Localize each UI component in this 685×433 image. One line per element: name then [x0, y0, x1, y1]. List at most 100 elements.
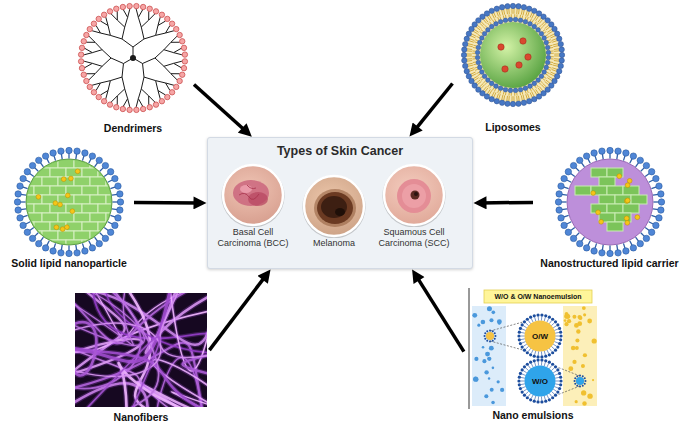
lipid-head [499, 5, 504, 10]
lipid-tail [519, 15, 521, 18]
particle-core [567, 159, 653, 245]
lipid-head [546, 50, 551, 55]
arrow-connector [134, 201, 200, 205]
surfactant-head [582, 385, 584, 387]
drug-dot [624, 216, 629, 221]
dendrimer-end [120, 4, 125, 9]
emulsion-label: W/O & O/W Nanoemulsion [484, 291, 592, 303]
lipid-tail [525, 16, 527, 19]
surfactant-head [548, 361, 551, 364]
lipid-brick [90, 195, 106, 204]
lipid-tail [547, 72, 550, 73]
lipid-tail [474, 29, 478, 32]
dendrimer-end [96, 16, 101, 21]
oil-dot [587, 319, 592, 324]
lipid-tail [553, 65, 558, 66]
lipid-head [477, 65, 482, 70]
lipid-tail [514, 14, 515, 17]
surfactant-tail [555, 338, 559, 340]
surfactant-tail [554, 342, 558, 343]
lipid-head [508, 88, 513, 93]
lipid-tail [535, 86, 537, 88]
surfactant-head [584, 383, 586, 385]
lipid-head [532, 8, 537, 13]
water-dot [487, 306, 492, 311]
lipid-tail [468, 44, 473, 45]
liposome-figure [461, 3, 564, 106]
surfactant-head [518, 331, 521, 334]
lipid-tail [550, 34, 555, 36]
dendrimer-bond [123, 10, 127, 17]
oil-dot [568, 366, 573, 371]
surfactant-head [518, 383, 521, 386]
surfactant-tail [551, 346, 554, 349]
surfactant-head [529, 361, 532, 364]
lipid-tail [476, 80, 480, 83]
surfactant-tail [556, 381, 560, 382]
lipid-tail [489, 22, 491, 24]
lesion-sheen [240, 185, 252, 193]
lipid-head [544, 65, 549, 70]
surfactant-tail [535, 351, 536, 355]
figure-area [466, 288, 600, 409]
lipid-tail [530, 89, 531, 92]
photo-ring [223, 165, 283, 225]
lipid-tail [498, 17, 499, 20]
lipid-tail [497, 11, 499, 16]
lipid-tail [532, 20, 534, 23]
lipid-tail [523, 10, 524, 15]
oil-dot [587, 394, 592, 399]
water-dot [491, 401, 495, 405]
surfactant-head [484, 335, 486, 337]
liposome-core [480, 22, 546, 88]
surfactant-head [489, 330, 491, 332]
surfactant-head [533, 355, 536, 358]
lipid-tail [527, 94, 529, 99]
lipid-head [513, 17, 518, 22]
lipid-tail [552, 39, 557, 41]
photo-ring [384, 165, 444, 225]
emulsion-droplet [484, 330, 497, 343]
drug-dot [591, 191, 596, 196]
lipid-tail [494, 89, 495, 92]
drug-dot [61, 177, 66, 182]
carrier-label: Nanostructured lipid carrier [540, 257, 678, 270]
lipid-brick [18, 168, 34, 177]
surfactant-head [495, 335, 497, 337]
surfactant-tail [555, 383, 559, 385]
surfactant-head [559, 331, 562, 334]
surfactant-tail [531, 395, 533, 398]
surfactant-tail [522, 329, 526, 330]
lipid-head [558, 63, 563, 68]
photo-caption: Basal Cell Carcinoma (BCC) [213, 227, 293, 248]
surfactant-head [574, 383, 576, 385]
surfactant-head [599, 148, 605, 154]
lipid-tail [499, 94, 501, 99]
dendrimer-bond [141, 20, 148, 27]
surfactant-tail [553, 371, 556, 373]
lipid-head [542, 36, 547, 41]
surfactant-head [115, 215, 121, 221]
dendrimer-end [84, 32, 89, 37]
lipid-head [486, 78, 491, 83]
drug-dot [596, 210, 601, 215]
panel-title: Types of Skin Cancer [208, 138, 472, 159]
surfactant-head [656, 183, 662, 189]
water-dot [484, 394, 488, 398]
fiber [84, 337, 159, 407]
surfactant-tail [535, 396, 536, 400]
surfactant-head [526, 363, 529, 366]
lipid-head [489, 96, 494, 101]
lipid-brick [10, 231, 26, 240]
dendrimer-end [182, 59, 187, 64]
dendrimer-bond [125, 89, 128, 99]
lipid-tail [526, 94, 528, 99]
surfactant-head [20, 175, 26, 181]
surfactant-tail [526, 368, 529, 371]
lipid-tail [511, 14, 512, 17]
surfactant-head [556, 390, 559, 393]
surfactant-tail [522, 374, 526, 375]
surfactant-head [519, 387, 522, 390]
lipid-tail [467, 48, 472, 50]
lipid-head [503, 87, 508, 92]
